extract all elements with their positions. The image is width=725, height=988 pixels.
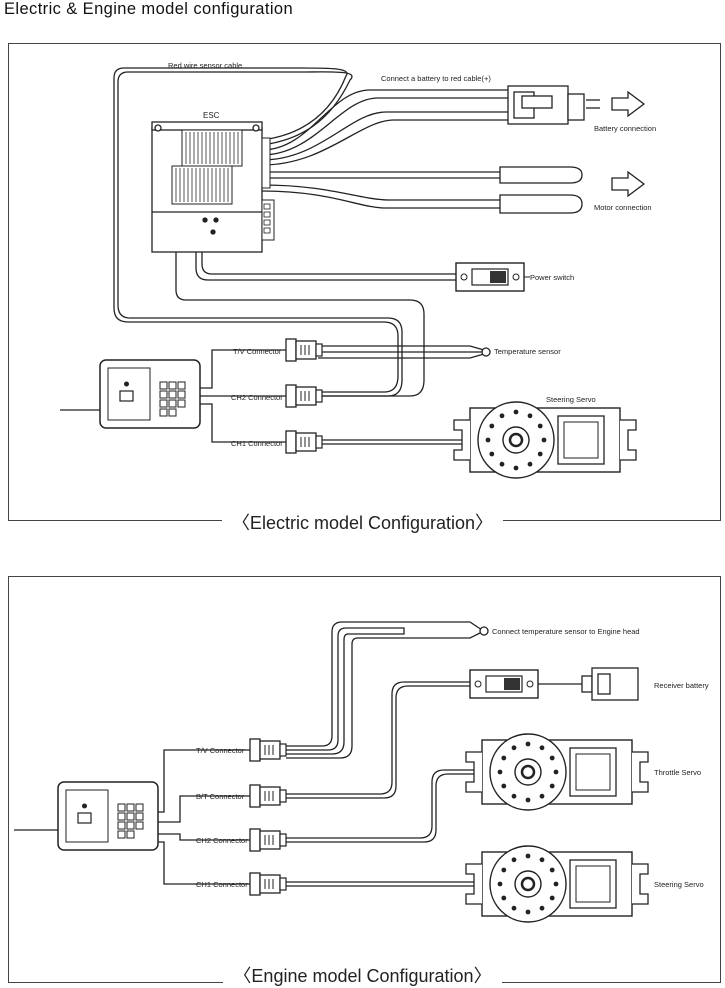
ch1-connector-label: CH1 Connector bbox=[231, 439, 283, 448]
ch1-connector-plug bbox=[285, 430, 323, 454]
power-switch-label: Power switch bbox=[530, 273, 574, 282]
esc-unit bbox=[151, 121, 275, 253]
engine-ch1-connector-label: CH1 Connector bbox=[196, 880, 248, 889]
electric-caption: 〈Electric model Configuration〉 bbox=[0, 509, 725, 535]
electric-diagram bbox=[60, 67, 508, 445]
receiver-switch-icon bbox=[469, 669, 539, 699]
engine-ch2-connector-plug bbox=[249, 828, 287, 852]
motor-plugs bbox=[499, 166, 583, 214]
receiver-battery-icon bbox=[581, 667, 639, 701]
red-wire-label: Red wire sensor cable bbox=[168, 61, 242, 70]
engine-temperature-sensor-icon bbox=[479, 626, 489, 636]
engine-ch2-connector-label: CH2 Connector bbox=[196, 836, 248, 845]
tv-connector-plug bbox=[285, 338, 323, 362]
page-title: Electric & Engine model configuration bbox=[4, 0, 294, 18]
motor-connection-label: Motor connection bbox=[594, 203, 652, 212]
ch2-connector-label: CH2 Connector bbox=[231, 393, 283, 402]
temp-note-label: Connect temperature sensor to Engine hea… bbox=[492, 627, 640, 636]
throttle-servo-icon bbox=[464, 732, 650, 812]
power-switch-icon bbox=[455, 262, 525, 292]
ch2-connector-plug bbox=[285, 384, 323, 408]
battery-connection-label: Battery connection bbox=[594, 124, 656, 133]
engine-steering-servo-icon bbox=[464, 844, 650, 924]
steering-servo-icon bbox=[452, 400, 638, 480]
engine-tv-connector-label: T/V Connector bbox=[196, 746, 245, 755]
engine-receiver-icon bbox=[57, 781, 159, 851]
tv-connector-label: T/V Connector bbox=[233, 347, 282, 356]
engine-ch1-connector-plug bbox=[249, 872, 287, 896]
engine-caption: 〈Engine model Configuration〉 bbox=[0, 962, 725, 988]
battery-note-label: Connect a battery to red cable(+) bbox=[381, 74, 491, 83]
receiver-icon bbox=[99, 359, 201, 429]
arrow-icon bbox=[611, 90, 646, 198]
steering-servo-label: Steering Servo bbox=[546, 395, 596, 404]
electric-caption-text: 〈Electric model Configuration〉 bbox=[221, 513, 504, 533]
engine-diagram bbox=[14, 621, 582, 887]
bt-connector-label: B/T Connector bbox=[196, 792, 245, 801]
battery-plug bbox=[507, 85, 600, 125]
temperature-sensor-icon bbox=[481, 347, 491, 357]
throttle-servo-label: Throttle Servo bbox=[654, 768, 701, 777]
engine-caption-text: 〈Engine model Configuration〉 bbox=[223, 966, 502, 986]
engine-steering-servo-label: Steering Servo bbox=[654, 880, 704, 889]
temperature-sensor-label: Temperature sensor bbox=[494, 347, 561, 356]
receiver-battery-label: Receiver battery bbox=[654, 681, 709, 690]
bt-connector-plug bbox=[249, 784, 287, 808]
esc-label: ESC bbox=[203, 111, 220, 120]
engine-tv-connector-plug bbox=[249, 738, 287, 762]
